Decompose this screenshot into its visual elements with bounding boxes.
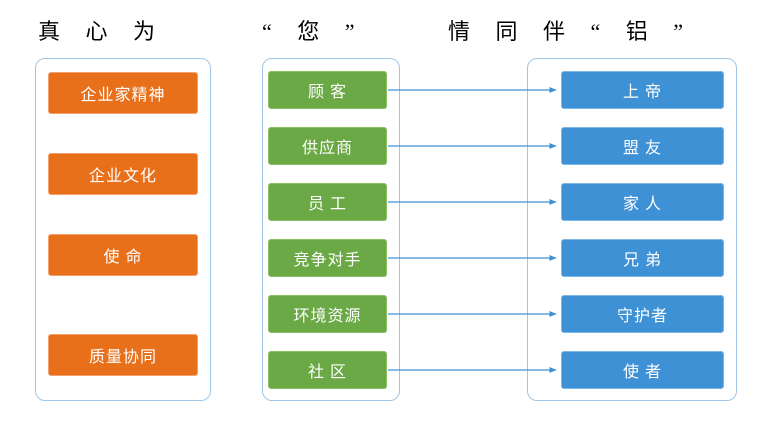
left-item-4[interactable]: 质量协同 [48, 334, 198, 376]
right-item-4[interactable]: 兄 弟 [561, 239, 724, 277]
right-item-6[interactable]: 使 者 [561, 351, 724, 389]
title-segment-left: 真 心 为 [38, 19, 166, 44]
middle-item-5[interactable]: 环境资源 [268, 295, 387, 333]
title-row: 真 心 为 “ 您 ” 情 同 伴 “ 铝 ” [0, 8, 770, 52]
right-item-2[interactable]: 盟 友 [561, 127, 724, 165]
middle-item-3[interactable]: 员 工 [268, 183, 387, 221]
title-segment-middle: “ 您 ” [262, 19, 365, 44]
right-item-3[interactable]: 家 人 [561, 183, 724, 221]
middle-item-2[interactable]: 供应商 [268, 127, 387, 165]
right-group-container [527, 58, 737, 401]
right-item-5[interactable]: 守护者 [561, 295, 724, 333]
left-item-1[interactable]: 企业家精神 [48, 72, 198, 114]
middle-item-1[interactable]: 顾 客 [268, 71, 387, 109]
left-item-3[interactable]: 使 命 [48, 234, 198, 276]
middle-item-4[interactable]: 竞争对手 [268, 239, 387, 277]
middle-item-6[interactable]: 社 区 [268, 351, 387, 389]
title-segment-right: 情 同 伴 “ 铝 ” [448, 19, 694, 44]
right-item-1[interactable]: 上 帝 [561, 71, 724, 109]
middle-group-container [262, 58, 400, 401]
left-item-2[interactable]: 企业文化 [48, 153, 198, 195]
